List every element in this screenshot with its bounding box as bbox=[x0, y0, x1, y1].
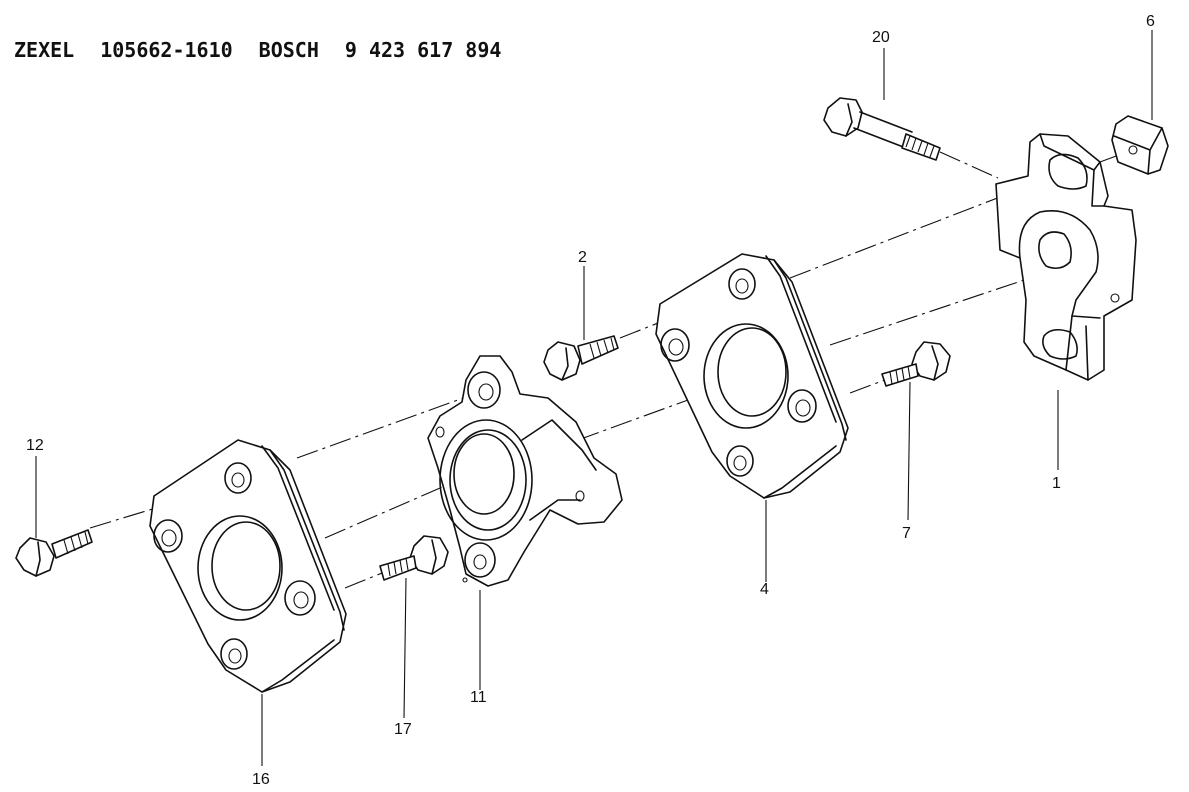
callout-2: 2 bbox=[578, 249, 587, 266]
bosch-part-number: 9 423 617 894 bbox=[344, 38, 502, 62]
flange-plate-part-16 bbox=[149, 439, 347, 693]
housing-part-11 bbox=[427, 355, 623, 587]
callout-12: 12 bbox=[26, 437, 44, 454]
bolt-part-7 bbox=[881, 341, 951, 387]
callout-17: 17 bbox=[394, 721, 412, 738]
bolt-part-2 bbox=[543, 335, 619, 381]
bolt-part-12 bbox=[15, 529, 93, 577]
callout-6: 6 bbox=[1146, 13, 1155, 30]
callout-20: 20 bbox=[872, 29, 890, 46]
flange-plate-part-4 bbox=[655, 253, 849, 499]
brand-bosch: BOSCH bbox=[258, 38, 319, 62]
header-title: ZEXEL 105662-1610 BOSCH 9 423 617 894 bbox=[14, 38, 527, 62]
bolt-part-20 bbox=[823, 97, 941, 161]
callout-11: 11 bbox=[470, 689, 487, 706]
nut-part-6 bbox=[1111, 115, 1169, 175]
callout-16: 16 bbox=[252, 771, 270, 788]
callout-4: 4 bbox=[760, 581, 769, 598]
leader-lines bbox=[35, 30, 1153, 766]
callout-1: 1 bbox=[1052, 475, 1061, 492]
brand-zexel: ZEXEL bbox=[14, 38, 75, 62]
callout-7: 7 bbox=[902, 525, 911, 542]
bracket-part-1 bbox=[995, 133, 1137, 381]
bolt-part-17 bbox=[379, 535, 449, 581]
zexel-part-number: 105662-1610 bbox=[100, 38, 233, 62]
